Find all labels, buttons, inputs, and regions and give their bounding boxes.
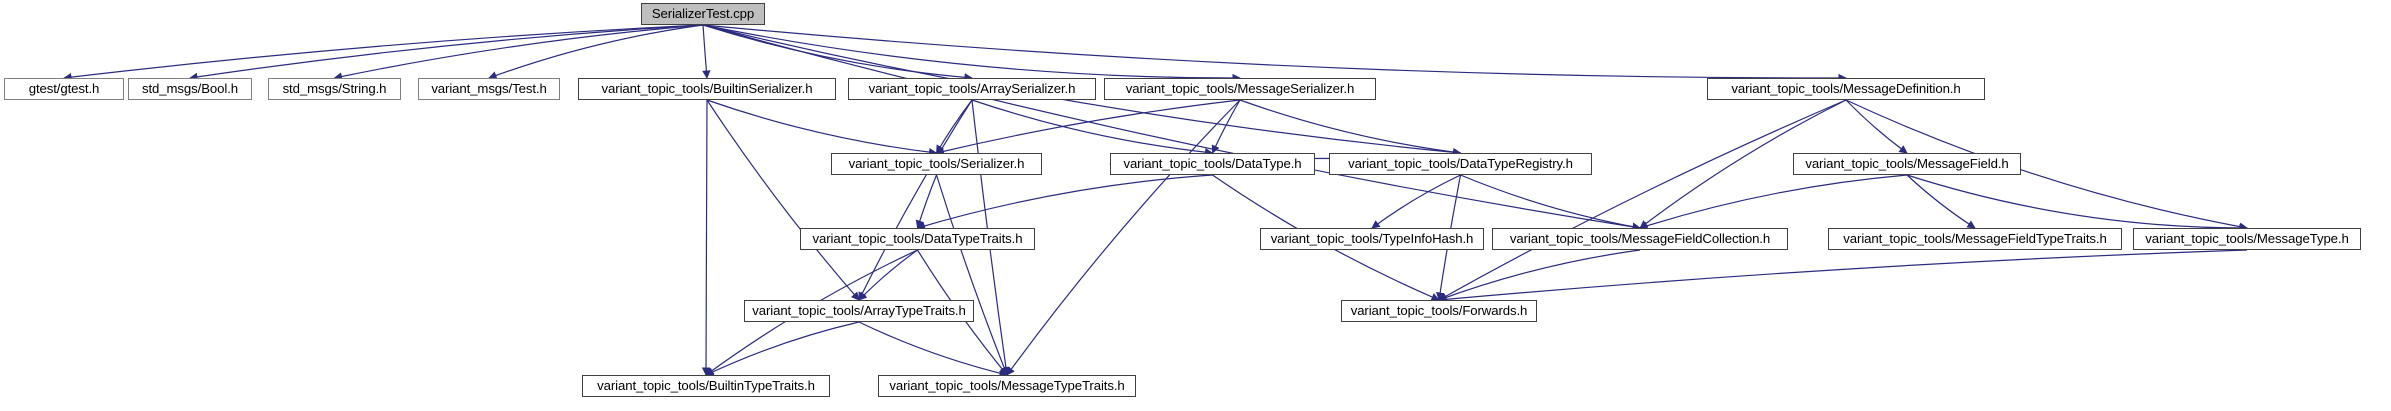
graph-edge-msgfield-to-msgfttr [1906, 174, 1976, 229]
graph-edge-arrtraits-to-msgtypett [858, 321, 1008, 378]
graph-edge-dtregistry-to-typeinfo [1371, 174, 1461, 229]
graph-node-root[interactable]: SerializerTest.cpp [641, 3, 765, 25]
graph-edge-msgfield-to-msgfcoll [1639, 174, 1908, 230]
graph-edge-root-to-bool [189, 24, 704, 82]
graph-node-msgser[interactable]: variant_topic_tools/MessageSerializer.h [1104, 78, 1376, 100]
graph-node-typeinfo[interactable]: variant_topic_tools/TypeInfoHash.h [1260, 228, 1484, 250]
graph-edge-builtinser-to-arrtraits [706, 99, 860, 301]
graph-node-gtest[interactable]: gtest/gtest.h [4, 78, 124, 100]
graph-edge-builtinser-to-builtintt [701, 99, 711, 376]
graph-edge-root-to-builtinser [702, 24, 711, 79]
graph-edge-msgser-to-msgtypett [1006, 99, 1241, 376]
graph-edge-root-to-msgfcoll [702, 24, 1641, 231]
graph-edge-msgfield-to-msgtype [1906, 174, 2248, 233]
graph-node-label: variant_topic_tools/MessageDefinition.h [1731, 81, 1961, 97]
graph-node-label: variant_topic_tools/MessageSerializer.h [1125, 81, 1355, 97]
graph-edge-msgser-to-dtregistry [1239, 99, 1462, 157]
graph-edge-arrayser-to-datatype [971, 99, 1214, 157]
graph-edge-root-to-msgser [702, 24, 1241, 83]
graph-node-label: variant_topic_tools/MessageFieldCollecti… [1509, 231, 1771, 247]
graph-node-msgfield[interactable]: variant_topic_tools/MessageField.h [1793, 153, 2021, 175]
graph-edge-serializer-to-dttraits [915, 174, 938, 229]
graph-node-string[interactable]: std_msgs/String.h [268, 78, 401, 100]
graph-edge-builtinser-to-serializer [706, 99, 938, 157]
graph-node-builtinser[interactable]: variant_topic_tools/BuiltinSerializer.h [578, 78, 836, 100]
graph-node-label: variant_topic_tools/Forwards.h [1350, 303, 1528, 319]
graph-node-msgtypett[interactable]: variant_topic_tools/MessageTypeTraits.h [878, 375, 1136, 397]
graph-node-label: variant_topic_tools/Serializer.h [848, 156, 1025, 172]
graph-node-label: variant_topic_tools/TypeInfoHash.h [1270, 231, 1474, 247]
graph-node-label: variant_topic_tools/DataTypeRegistry.h [1348, 156, 1573, 172]
graph-node-label: variant_topic_tools/BuiltinSerializer.h [601, 81, 813, 97]
graph-node-builtintt[interactable]: variant_topic_tools/BuiltinTypeTraits.h [582, 375, 830, 397]
graph-edge-dttraits-to-arrtraits [858, 249, 918, 301]
graph-node-serializer[interactable]: variant_topic_tools/Serializer.h [831, 153, 1042, 175]
graph-node-arrtraits[interactable]: variant_topic_tools/ArrayTypeTraits.h [744, 300, 974, 322]
graph-node-label: gtest/gtest.h [28, 81, 100, 97]
graph-node-msgfcoll[interactable]: variant_topic_tools/MessageFieldCollecti… [1492, 228, 1788, 250]
graph-node-msgtype[interactable]: variant_topic_tools/MessageType.h [2133, 228, 2361, 250]
graph-node-label: variant_topic_tools/MessageField.h [1805, 156, 2009, 172]
graph-node-label: variant_topic_tools/ArraySerializer.h [868, 81, 1076, 97]
graph-node-datatype[interactable]: variant_topic_tools/DataType.h [1110, 153, 1315, 175]
graph-edge-root-to-string [333, 24, 704, 81]
graph-edge-serializer-to-msgtypett [935, 174, 1009, 376]
graph-edge-msgdef-to-forwards [1438, 99, 1847, 301]
graph-edge-msgtype-to-forwards [1438, 249, 2248, 304]
graph-node-label: SerializerTest.cpp [651, 6, 755, 22]
graph-node-dttraits[interactable]: variant_topic_tools/DataTypeTraits.h [800, 228, 1035, 250]
graph-node-dtregistry[interactable]: variant_topic_tools/DataTypeRegistry.h [1329, 153, 1592, 175]
graph-node-arrayser[interactable]: variant_topic_tools/ArraySerializer.h [848, 78, 1096, 100]
graph-edge-msgfcoll-to-forwards [1438, 249, 1641, 302]
graph-node-forwards[interactable]: variant_topic_tools/Forwards.h [1341, 300, 1537, 322]
graph-edge-root-to-msgdef [702, 24, 1847, 83]
graph-edge-arrayser-to-serializer [935, 99, 973, 154]
graph-edge-arrayser-to-arrtraits [858, 99, 973, 301]
graph-edge-arrtraits-to-builtintt [705, 321, 860, 376]
graph-edge-dtregistry-to-msgfcoll [1460, 174, 1641, 231]
graph-edge-root-to-gtest [63, 24, 704, 82]
graph-node-msgfttr[interactable]: variant_topic_tools/MessageFieldTypeTrai… [1828, 228, 2122, 250]
graph-node-msgdef[interactable]: variant_topic_tools/MessageDefinition.h [1707, 78, 1985, 100]
graph-node-label: variant_topic_tools/MessageTypeTraits.h [889, 378, 1125, 394]
graph-edge-msgdef-to-msgfield [1845, 99, 1908, 154]
graph-node-label: variant_topic_tools/DataTypeTraits.h [812, 231, 1023, 247]
graph-node-label: variant_topic_tools/BuiltinTypeTraits.h [597, 378, 815, 394]
graph-node-bool[interactable]: std_msgs/Bool.h [128, 78, 252, 100]
graph-edge-msgser-to-serializer [935, 99, 1241, 156]
graph-node-test[interactable]: variant_msgs/Test.h [418, 78, 560, 100]
graph-edge-root-to-arrayser [702, 24, 973, 82]
graph-edge-msgser-to-datatype [1211, 99, 1241, 154]
graph-node-label: variant_topic_tools/MessageType.h [2145, 231, 2349, 247]
graph-node-label: variant_topic_tools/DataType.h [1123, 156, 1302, 172]
graph-node-label: variant_topic_tools/MessageFieldTypeTrai… [1843, 231, 2107, 247]
graph-node-label: std_msgs/String.h [282, 81, 387, 97]
graph-node-label: variant_msgs/Test.h [431, 81, 547, 97]
graph-edge-datatype-to-dttraits [916, 174, 1213, 230]
graph-edge-root-to-test [488, 24, 704, 80]
graph-node-label: std_msgs/Bool.h [142, 81, 238, 97]
graph-node-label: variant_topic_tools/ArrayTypeTraits.h [752, 303, 966, 319]
